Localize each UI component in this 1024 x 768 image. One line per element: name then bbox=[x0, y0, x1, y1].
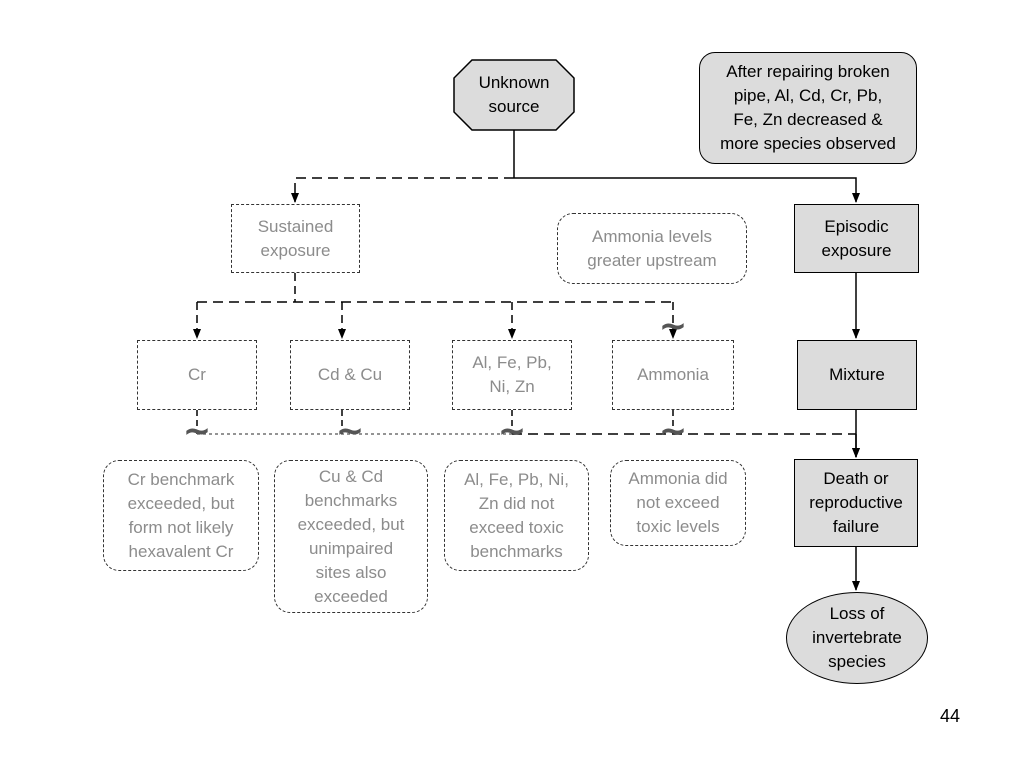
ammonia-not-toxic-node: Ammonia did not exceed toxic levels bbox=[610, 460, 746, 546]
repair-note-label: After repairing broken pipe, Al, Cd, Cr,… bbox=[720, 62, 896, 153]
loss-species-node: Loss of invertebrate species bbox=[786, 592, 928, 684]
ammonia-upstream-label: Ammonia levels greater upstream bbox=[587, 226, 717, 270]
metals-not-toxic-node: Al, Fe, Pb, Ni, Zn did not exceed toxic … bbox=[444, 460, 589, 571]
metals-node: Al, Fe, Pb, Ni, Zn bbox=[452, 340, 572, 410]
cu-cd-benchmarks-label: Cu & Cd benchmarks exceeded, but unimpai… bbox=[297, 466, 405, 606]
metals-not-toxic-label: Al, Fe, Pb, Ni, Zn did not exceed toxic … bbox=[464, 469, 569, 561]
repair-note-node: After repairing broken pipe, Al, Cd, Cr,… bbox=[699, 52, 917, 164]
cr-node: Cr bbox=[137, 340, 257, 410]
ammonia-label: Ammonia bbox=[637, 365, 709, 384]
weakened-link-cr: ~ bbox=[183, 411, 212, 451]
ammonia-upstream-node: Ammonia levels greater upstream bbox=[557, 213, 747, 284]
cr-benchmark-node: Cr benchmark exceeded, but form not like… bbox=[103, 460, 259, 571]
sustained-exposure-label: Sustained exposure bbox=[257, 216, 334, 260]
weakened-link-ammonia-upstream: ~ bbox=[659, 306, 688, 346]
connector-to-sustained bbox=[291, 177, 514, 203]
unknown-source-node: Unknown source bbox=[454, 60, 574, 130]
metals-label: Al, Fe, Pb, Ni, Zn bbox=[472, 353, 552, 396]
death-failure-node: Death or reproductive failure bbox=[794, 459, 918, 547]
connector-to-episodic bbox=[514, 177, 860, 203]
weakened-link-cd-cu: ~ bbox=[336, 411, 365, 451]
unknown-source-label: Unknown source bbox=[478, 73, 550, 116]
mixture-node: Mixture bbox=[797, 340, 917, 410]
episodic-exposure-label: Episodic exposure bbox=[821, 216, 892, 260]
episodic-exposure-node: Episodic exposure bbox=[794, 204, 919, 273]
unknown-source-shape bbox=[453, 59, 575, 131]
loss-species-label: Loss of invertebrate species bbox=[812, 604, 902, 671]
mixture-label: Mixture bbox=[829, 365, 885, 384]
page-number: 44 bbox=[939, 706, 961, 726]
death-failure-label: Death or reproductive failure bbox=[809, 469, 903, 536]
ammonia-not-toxic-label: Ammonia did not exceed toxic levels bbox=[628, 469, 728, 536]
cu-cd-benchmarks-node: Cu & Cd benchmarks exceeded, but unimpai… bbox=[274, 460, 428, 613]
weakened-link-metals: ~ bbox=[498, 411, 527, 451]
ammonia-node: Ammonia bbox=[612, 340, 734, 410]
weakened-link-ammonia: ~ bbox=[659, 411, 688, 451]
cd-cu-node: Cd & Cu bbox=[290, 340, 410, 410]
cd-cu-label: Cd & Cu bbox=[317, 365, 383, 384]
cr-benchmark-label: Cr benchmark exceeded, but form not like… bbox=[127, 469, 235, 561]
cr-label: Cr bbox=[188, 365, 206, 384]
sustained-exposure-node: Sustained exposure bbox=[231, 204, 360, 273]
